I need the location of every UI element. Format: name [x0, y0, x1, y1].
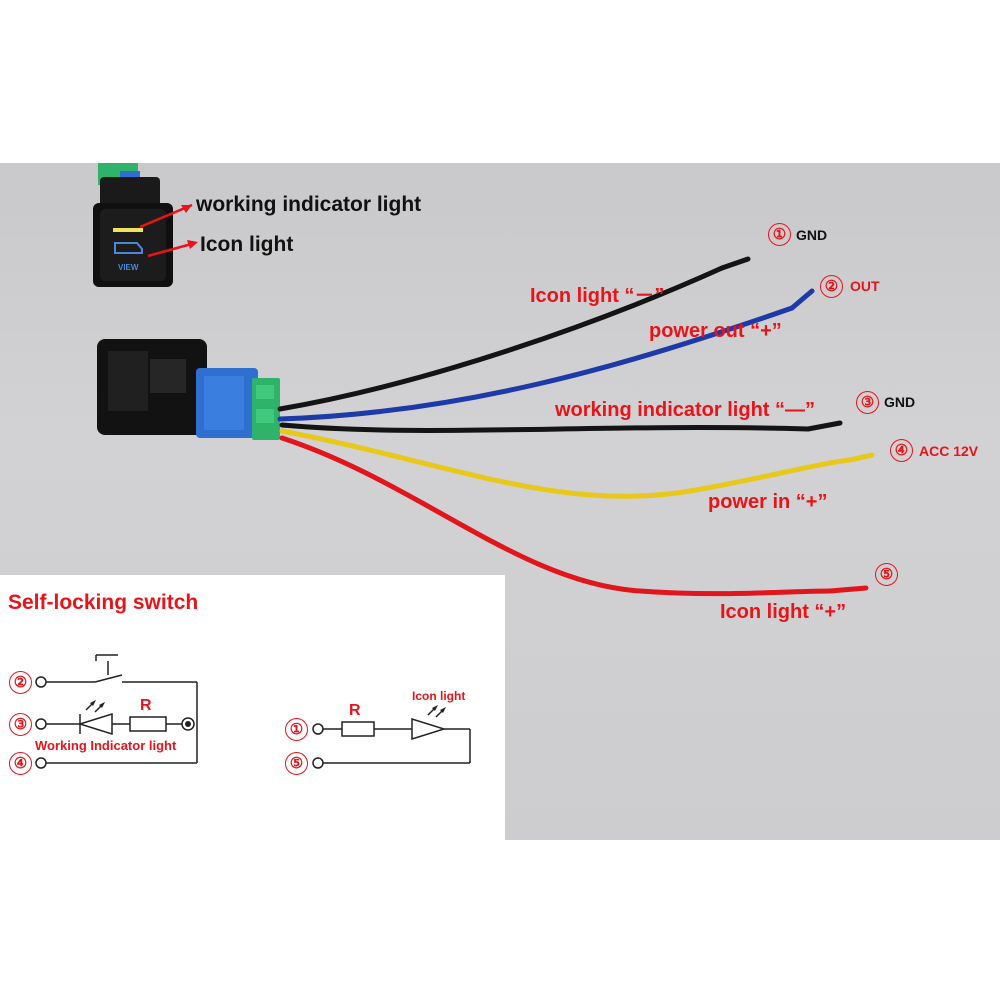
wire-harness-illustration	[93, 163, 875, 597]
schematic-pin-1: ①	[285, 718, 308, 741]
wire-terminal-4: ACC 12V	[919, 443, 979, 459]
schematic-title: Self-locking switch	[8, 591, 199, 614]
schematic-pin-2: ②	[9, 671, 32, 694]
schematic-drawing	[35, 654, 471, 769]
schematic-right-resistor-label: R	[349, 702, 361, 719]
wires	[277, 256, 875, 597]
schematic-pin-4: ④	[9, 752, 32, 775]
schematic-working-indicator-caption: Working Indicator light	[35, 738, 177, 753]
wire-function-4: power in “+”	[708, 491, 828, 513]
wire-terminal-2: OUT	[850, 278, 880, 294]
switch-face-label: VIEW	[118, 263, 139, 272]
schematic-pin-5: ⑤	[285, 752, 308, 775]
wire-number-5: ⑤	[875, 563, 898, 586]
schematic-pin-3: ③	[9, 713, 32, 736]
wire-number-1: ①	[768, 223, 791, 246]
wire-terminal-3: GND	[884, 394, 916, 410]
wire-number-3: ③	[856, 391, 879, 414]
wire-terminal-1: GND	[796, 227, 828, 243]
wire-function-5: Icon light “+”	[720, 601, 847, 623]
switch-thumbnail	[93, 163, 173, 287]
schematic-panel: Self-locking switch	[0, 575, 505, 840]
connector-body	[97, 339, 280, 440]
callout-working-indicator-light: working indicator light	[196, 193, 422, 216]
wire-function-3: working indicator light “—”	[555, 399, 815, 421]
callout-icon-light: Icon light	[200, 233, 294, 256]
wire-number-4: ④	[890, 439, 913, 462]
schematic-icon-light-caption: Icon light	[412, 689, 466, 703]
wire-function-1: Icon light “－”	[530, 285, 665, 307]
wire-function-2: power out “+”	[649, 320, 782, 342]
schematic-left-resistor-label: R	[140, 697, 152, 714]
wire-number-2: ②	[820, 275, 843, 298]
